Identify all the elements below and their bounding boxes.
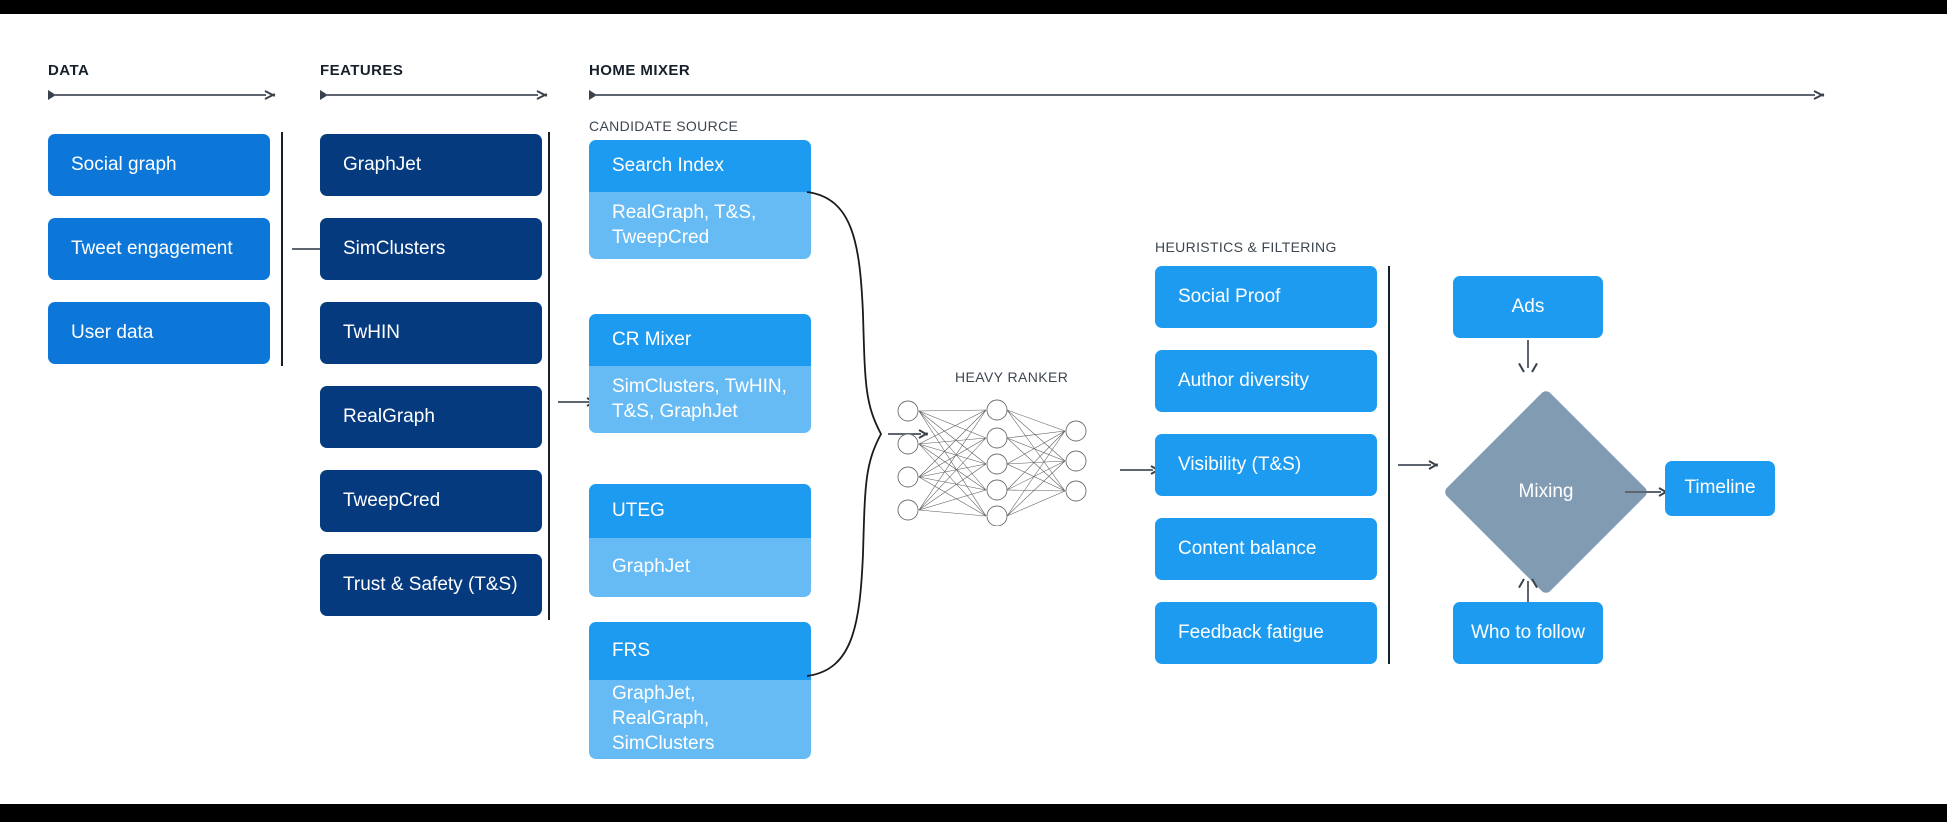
feature-item-graphjet[interactable]: GraphJet [320, 134, 542, 196]
heuristic-item-label: Content balance [1178, 537, 1317, 559]
heuristic-item-visibility[interactable]: Visibility (T&S) [1155, 434, 1377, 496]
rule-left-cap-icon [48, 90, 56, 100]
section-title-data: DATA [48, 62, 90, 79]
arrow-head-icon [1523, 362, 1533, 372]
arrow-head-icon [1523, 579, 1533, 589]
candidate-source-search-index[interactable]: Search Index RealGraph, T&S, TweepCred [589, 140, 811, 259]
mixing-label: Mixing [1518, 481, 1574, 502]
feature-item-label: SimClusters [343, 237, 446, 259]
arrow-shaft [292, 248, 323, 250]
arrow-candidate-source-to-ranker [888, 428, 930, 440]
heavy-ranker-neural-network [897, 399, 1087, 526]
who-to-follow-label: Who to follow [1470, 621, 1586, 643]
candidate-source-title: UTEG [589, 484, 811, 538]
feature-item-trust-and-safety[interactable]: Trust & Safety (T&S) [320, 554, 542, 616]
arrow-ads-to-mixing [1522, 340, 1534, 372]
candidate-source-features: RealGraph, T&S, TweepCred [589, 192, 811, 259]
heuristic-item-social-proof[interactable]: Social Proof [1155, 266, 1377, 328]
subsection-title-candidate-source: CANDIDATE SOURCE [589, 118, 739, 134]
divider-data-features [281, 132, 283, 366]
candidate-source-cr-mixer[interactable]: CR Mixer SimClusters, TwHIN, T&S, GraphJ… [589, 314, 811, 433]
data-item-social-graph[interactable]: Social graph [48, 134, 270, 196]
feature-item-tweepcred[interactable]: TweepCred [320, 470, 542, 532]
data-item-label: Tweet engagement [71, 237, 233, 259]
arrow-shaft [1527, 340, 1529, 368]
rule-bar [595, 94, 1815, 96]
heuristic-item-label: Social Proof [1178, 285, 1281, 307]
section-title-features: FEATURES [320, 62, 404, 79]
section-rule-data [48, 90, 276, 100]
arrow-data-to-features [292, 243, 332, 255]
arrow-shaft [888, 433, 921, 435]
timeline-box[interactable]: Timeline [1665, 461, 1775, 516]
rule-left-cap-icon [320, 90, 328, 100]
divider-heuristics-mixing [1388, 266, 1390, 664]
heuristic-item-label: Visibility (T&S) [1178, 453, 1302, 475]
arrow-features-to-candidate-source [558, 396, 598, 408]
arrow-shaft [1527, 581, 1529, 611]
feature-item-realgraph[interactable]: RealGraph [320, 386, 542, 448]
candidate-source-brace [806, 191, 883, 677]
divider-features-homemixer [548, 132, 550, 620]
subsection-title-heuristics: HEURISTICS & FILTERING [1155, 239, 1337, 255]
data-item-tweet-engagement[interactable]: Tweet engagement [48, 218, 270, 280]
heuristic-item-feedback-fatigue[interactable]: Feedback fatigue [1155, 602, 1377, 664]
arrow-shaft [1625, 491, 1661, 493]
arrow-shaft [1120, 469, 1153, 471]
rule-arrowhead-icon [537, 90, 548, 100]
rule-arrowhead-icon [1814, 90, 1825, 100]
arrow-head-icon [1429, 460, 1439, 470]
feature-item-twhin[interactable]: TwHIN [320, 302, 542, 364]
data-item-label: User data [71, 321, 154, 343]
section-rule-features [320, 90, 548, 100]
subsection-title-heavy-ranker: HEAVY RANKER [955, 369, 1069, 385]
feature-item-simclusters[interactable]: SimClusters [320, 218, 542, 280]
candidate-source-features: GraphJet, RealGraph, SimClusters [589, 680, 811, 759]
candidate-source-uteg[interactable]: UTEG GraphJet [589, 484, 811, 597]
arrow-who-to-follow-to-mixing [1522, 579, 1534, 611]
feature-item-label: TwHIN [343, 321, 400, 343]
feature-item-label: TweepCred [343, 489, 441, 511]
rule-bar [54, 94, 266, 96]
candidate-source-title: FRS [589, 622, 811, 680]
arrow-heuristics-to-mixing [1398, 459, 1440, 471]
ads-box[interactable]: Ads [1453, 276, 1603, 338]
diagram-canvas: DATA Social graph Tweet engagement User … [0, 14, 1947, 804]
data-item-label: Social graph [71, 153, 177, 175]
ads-label: Ads [1511, 295, 1545, 317]
feature-item-label: GraphJet [343, 153, 422, 175]
feature-item-label: RealGraph [343, 405, 435, 427]
heuristic-item-label: Feedback fatigue [1178, 621, 1324, 643]
arrow-shaft [558, 401, 589, 403]
rule-arrowhead-icon [265, 90, 276, 100]
timeline-label: Timeline [1684, 477, 1756, 499]
data-item-user-data[interactable]: User data [48, 302, 270, 364]
arrow-ranker-to-heuristics [1120, 464, 1162, 476]
heuristic-item-author-diversity[interactable]: Author diversity [1155, 350, 1377, 412]
arrow-shaft [1398, 464, 1431, 466]
candidate-source-frs[interactable]: FRS GraphJet, RealGraph, SimClusters [589, 622, 811, 759]
arrow-mixing-to-timeline [1625, 486, 1670, 498]
candidate-source-features: GraphJet [589, 538, 811, 597]
candidate-source-title: CR Mixer [589, 314, 811, 366]
section-rule-home-mixer [589, 90, 1825, 100]
who-to-follow-box[interactable]: Who to follow [1453, 602, 1603, 664]
candidate-source-title: Search Index [589, 140, 811, 192]
rule-bar [326, 94, 538, 96]
feature-item-label: Trust & Safety (T&S) [343, 573, 518, 595]
candidate-source-features: SimClusters, TwHIN, T&S, GraphJet [589, 366, 811, 433]
section-title-home-mixer: HOME MIXER [589, 62, 691, 79]
rule-left-cap-icon [589, 90, 597, 100]
heuristic-item-label: Author diversity [1178, 369, 1309, 391]
heuristic-item-content-balance[interactable]: Content balance [1155, 518, 1377, 580]
